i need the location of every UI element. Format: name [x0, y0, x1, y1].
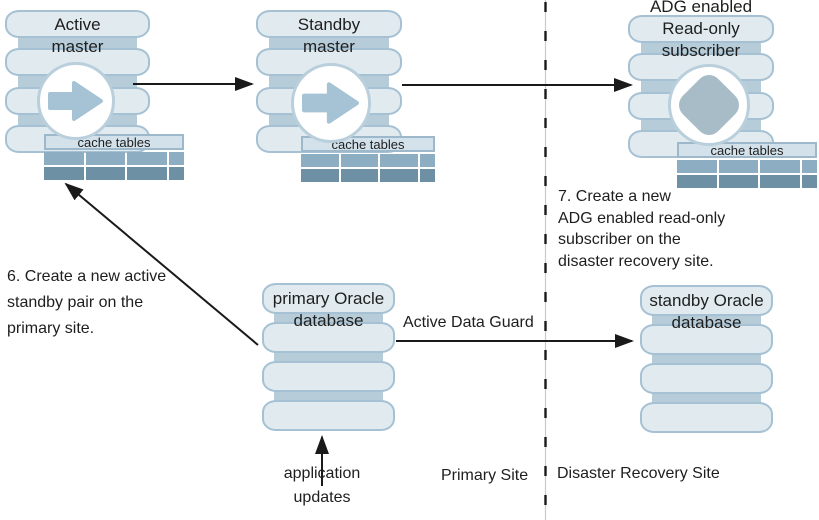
- annotation-line: primary site.: [7, 320, 95, 337]
- cache-table-cell: [380, 169, 419, 182]
- cache-table-cell: [301, 169, 339, 182]
- cylinder-band: [269, 36, 389, 50]
- cache-table-cell: [44, 152, 84, 165]
- standby-oracle-node: standby Oracle database: [640, 285, 773, 433]
- title-line: Read-only: [662, 19, 740, 38]
- cache-table-cell: [169, 167, 185, 180]
- cache-tables-header: cache tables: [677, 142, 817, 158]
- cache-table-cell: [85, 167, 126, 180]
- cache-table-row: [301, 169, 436, 182]
- cache-table-cell: [760, 175, 801, 188]
- adg-subscriber-badge: [668, 64, 750, 146]
- adg-subscriber-cache-tables: cache tables: [677, 142, 818, 188]
- title-line: Standby: [297, 15, 361, 34]
- cylinder-segment: [640, 285, 773, 316]
- annotation-line: 7. Create a new: [558, 188, 671, 205]
- cache-table-row: [301, 154, 436, 167]
- step6-annotation: 6. Create a new active standby pair on t…: [7, 264, 217, 342]
- annotation-line: subscriber on the: [558, 231, 681, 248]
- sync-arrow-icon: [48, 81, 103, 121]
- cylinder-segment: [640, 402, 773, 433]
- title-line: subscriber: [661, 41, 741, 60]
- cylinder-segment: [262, 322, 395, 353]
- standby-master-cache-tables: cache tables: [301, 136, 436, 182]
- cache-table-cell: [718, 175, 759, 188]
- annotation-line: standby pair on the: [7, 294, 144, 311]
- cylinder-segment: [640, 324, 773, 355]
- active-master-title: Active master: [0, 14, 160, 58]
- cache-table-cell: [760, 160, 801, 173]
- cylinder-segment: [5, 10, 150, 38]
- primary-site-label: Primary Site: [441, 467, 529, 484]
- cylinder-segment: [262, 400, 395, 431]
- cylinder-band: [18, 36, 137, 50]
- title-line: ADG enabled: [649, 0, 753, 16]
- annotation-line: ADG enabled read-only: [558, 209, 726, 227]
- annotation-line: 6. Create a new active: [7, 268, 167, 285]
- primary-oracle-title: primary Oracle database: [252, 288, 405, 332]
- standby-oracle-title: standby Oracle database: [630, 290, 783, 334]
- cache-table-cell: [44, 167, 84, 180]
- cache-table-row: [44, 152, 185, 165]
- annotation-line: updates: [293, 489, 351, 506]
- annotation-line: application: [283, 465, 361, 482]
- adg-subscriber-title: ADG enabled Read-only subscriber: [618, 0, 784, 62]
- dr-site-label: Disaster Recovery Site: [557, 465, 720, 482]
- step7-annotation: 7. Create a new ADG enabled read-only su…: [558, 186, 778, 272]
- cache-table-cell: [380, 154, 419, 167]
- title-line: standby Oracle: [649, 291, 764, 310]
- cache-table-row: [44, 167, 185, 180]
- cache-table-cell: [127, 152, 168, 165]
- cache-table-cell: [169, 152, 185, 165]
- sync-arrow-icon: [302, 82, 359, 124]
- cache-table-row: [677, 175, 818, 188]
- cylinder-segment: [628, 15, 774, 43]
- title-line: database: [293, 311, 364, 330]
- adg-link-label: Active Data Guard: [403, 314, 534, 331]
- read-only-diamond-icon: [673, 69, 745, 141]
- cache-table-cell: [677, 175, 717, 188]
- title-line: Active: [54, 15, 101, 34]
- cache-table-cell: [677, 160, 717, 173]
- cache-table-cell: [718, 160, 759, 173]
- cache-table-cell: [802, 175, 818, 188]
- cylinder-band: [641, 41, 761, 55]
- cache-table-cell: [420, 154, 436, 167]
- active-master-cache-tables: cache tables: [44, 134, 185, 180]
- cache-table-cell: [340, 154, 379, 167]
- cylinder-segment: [262, 283, 395, 314]
- primary-oracle-node: primary Oracle database: [262, 283, 395, 431]
- standby-master-title: Standby master: [246, 14, 412, 58]
- cache-table-cell: [301, 154, 339, 167]
- title-line: master: [303, 37, 355, 56]
- cylinder-segment: [262, 361, 395, 392]
- standby-master-badge: [291, 63, 371, 143]
- cache-table-cell: [420, 169, 436, 182]
- cylinder-segment: [640, 363, 773, 394]
- title-line: primary Oracle: [272, 289, 385, 308]
- active-master-badge: [37, 62, 115, 140]
- title-line: master: [51, 37, 104, 56]
- cache-table-cell: [340, 169, 379, 182]
- title-line: database: [671, 313, 742, 332]
- annotation-line: disaster recovery site.: [558, 252, 714, 270]
- cylinder-segment: [256, 10, 402, 38]
- cache-table-cell: [802, 160, 818, 173]
- cache-table-row: [677, 160, 818, 173]
- cache-table-cell: [85, 152, 126, 165]
- cache-table-cell: [127, 167, 168, 180]
- app-updates-label: application updates: [252, 462, 392, 510]
